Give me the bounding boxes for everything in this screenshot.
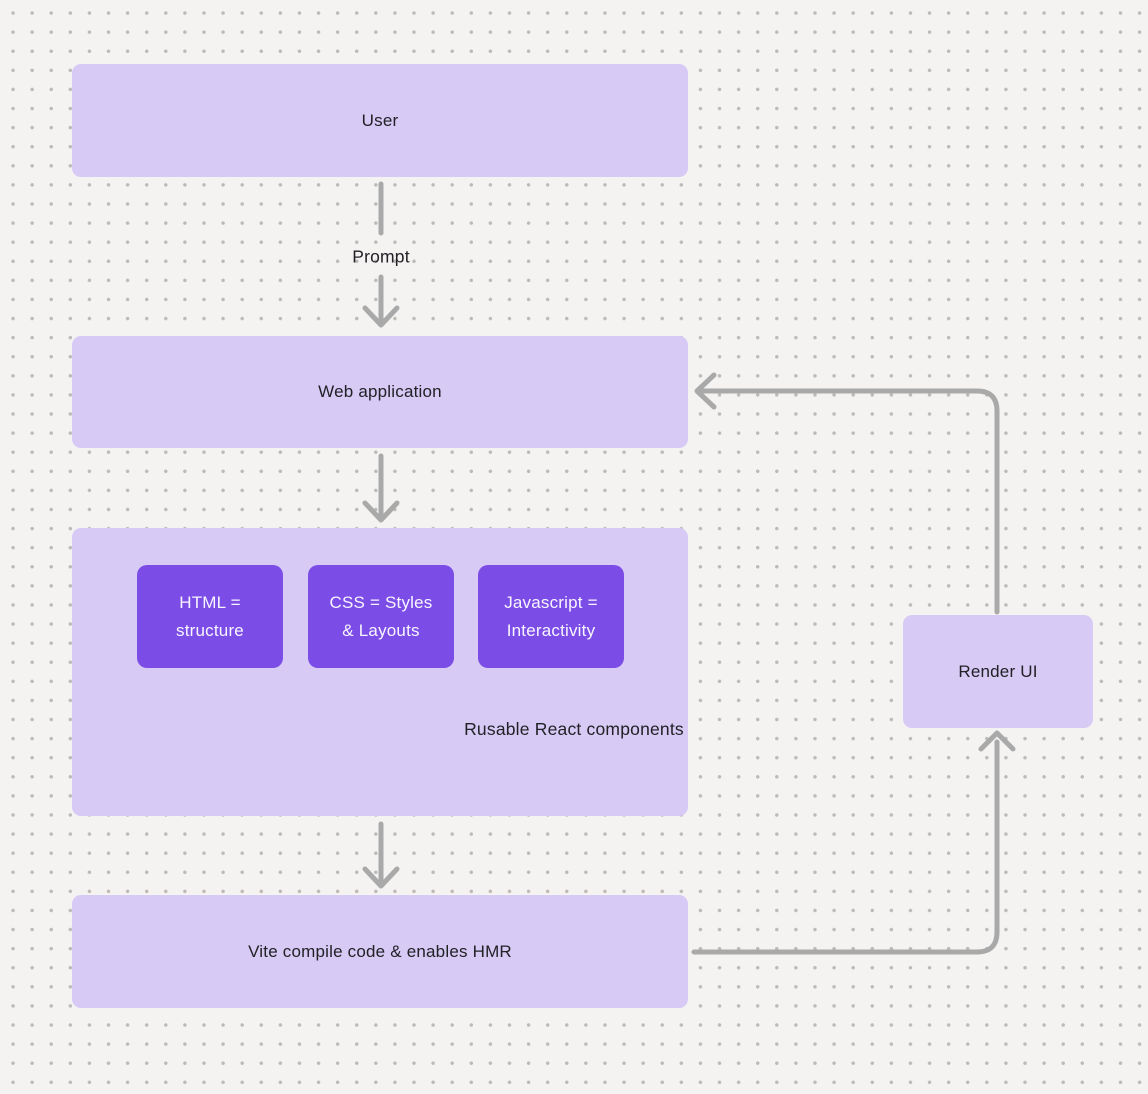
node-html-line1: HTML = xyxy=(179,592,241,612)
arrow-render-to-web-path[interactable] xyxy=(700,388,1000,615)
arrow-vite-to-render-head-up-icon[interactable] xyxy=(978,730,1016,752)
arrow-user-to-web-head-down-icon[interactable] xyxy=(362,305,400,328)
node-render-ui[interactable]: Render UI xyxy=(903,615,1093,728)
edge-label-prompt: Prompt xyxy=(352,246,410,267)
node-web-application-label: Web application xyxy=(318,382,442,401)
node-javascript-line2: Interactivity xyxy=(506,620,596,640)
node-vite[interactable]: Vite compile code & enables HMR xyxy=(72,895,688,1008)
node-css-line2: & Layouts xyxy=(342,620,420,640)
node-css-styles[interactable]: CSS = Styles & Layouts xyxy=(308,565,454,668)
arrow-group-to-vite-head-down-icon[interactable] xyxy=(362,866,400,889)
node-html-line2: structure xyxy=(176,620,244,640)
node-vite-label: Vite compile code & enables HMR xyxy=(248,941,512,961)
node-javascript-line1: Javascript = xyxy=(504,592,598,612)
node-components-group[interactable]: HTML = structure CSS = Styles & Layouts … xyxy=(72,528,688,816)
node-user[interactable]: User xyxy=(72,64,688,177)
node-css-line1: CSS = Styles xyxy=(329,592,433,612)
arrow-web-to-group-head-down-icon[interactable] xyxy=(362,500,400,523)
node-web-application[interactable]: Web application xyxy=(72,336,688,448)
node-javascript-interactivity[interactable]: Javascript = Interactivity xyxy=(478,565,624,668)
node-user-label: User xyxy=(361,110,399,130)
node-html-structure[interactable]: HTML = structure xyxy=(137,565,283,668)
node-render-ui-label: Render UI xyxy=(958,661,1038,681)
arrow-vite-to-render-path[interactable] xyxy=(691,739,1000,955)
arrow-render-to-web-head-left-icon[interactable] xyxy=(694,372,717,410)
components-group-label: Rusable React components xyxy=(464,719,684,739)
